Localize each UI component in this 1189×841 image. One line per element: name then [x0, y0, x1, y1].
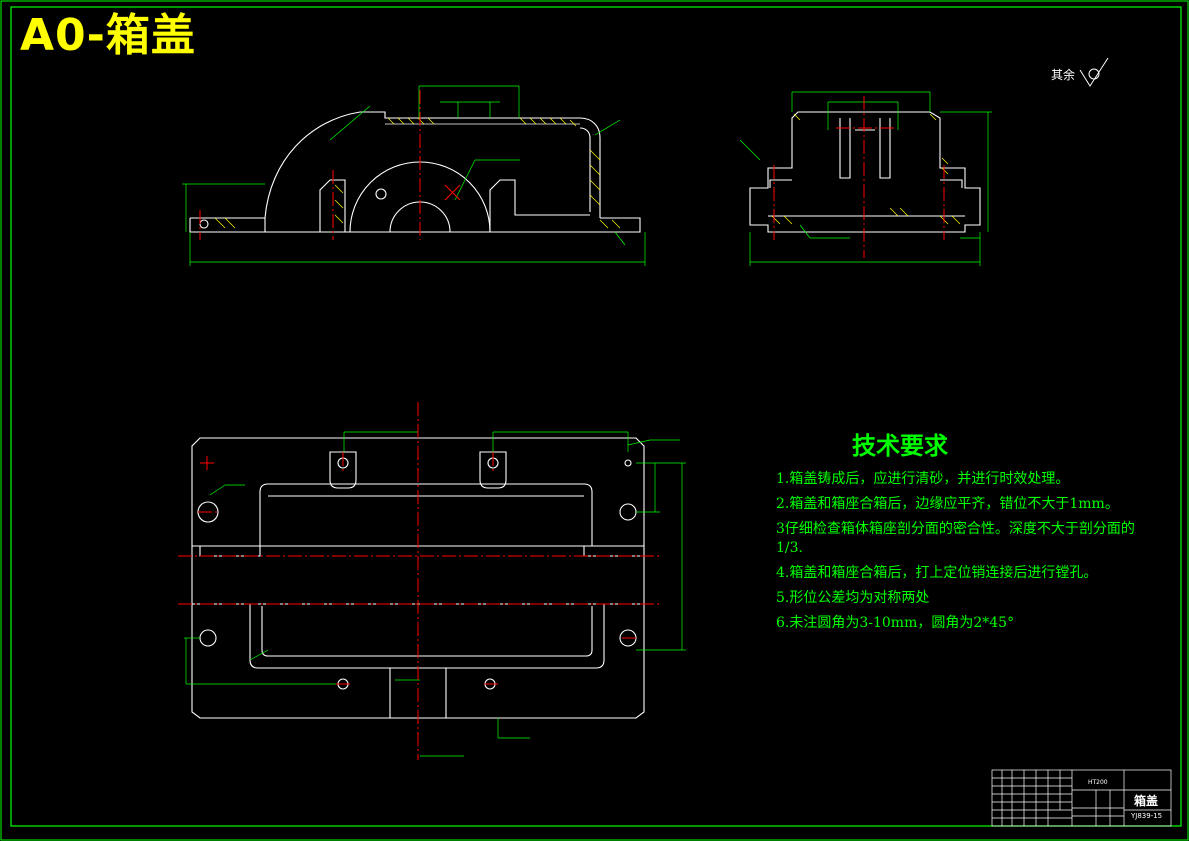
- requirement-item: 5.形位公差均为对称两处: [776, 590, 930, 606]
- front-view-centerlines: [199, 90, 421, 240]
- requirement-item: 4.箱盖和箱座合箱后，打上定位销连接后进行镗孔。: [776, 565, 1098, 581]
- requirement-item: 2.箱盖和箱座合箱后，边缘应平齐，错位不大于1mm。: [776, 496, 1119, 512]
- technical-requirements-heading: 技术要求: [852, 431, 948, 460]
- title-block-material: HT200: [1088, 779, 1108, 786]
- title-block: [991, 769, 1172, 827]
- inner-frame: [10, 6, 1182, 827]
- surface-finish-symbol: [1079, 57, 1109, 87]
- front-view: [189, 111, 641, 233]
- side-view: [749, 111, 981, 233]
- drawing-title: A0-箱盖: [20, 10, 196, 61]
- side-view-centerlines: [773, 96, 945, 258]
- front-view-dimensions: [182, 85, 646, 266]
- technical-requirements-list: 1.箱盖铸成后，应进行清砂，并进行时效处理。 2.箱盖和箱座合箱后，边缘应平齐，…: [776, 470, 1136, 639]
- side-view-dimensions: [739, 91, 992, 266]
- requirement-item: 3仔细检查箱体箱座剖分面的密合性。深度不大于剖分面的1/3.: [776, 521, 1135, 556]
- side-view-hatch: [771, 113, 961, 225]
- top-view-centerlines: [178, 402, 660, 760]
- front-view-hatch: [214, 117, 621, 229]
- title-block-part-name: 箱盖: [1134, 794, 1159, 808]
- requirement-item: 1.箱盖铸成后，应进行清砂，并进行时效处理。: [776, 471, 1070, 487]
- requirement-item: 6.未注圆角为3-10mm，圆角为2*45°: [776, 615, 1015, 631]
- front-view-section-mark: [444, 184, 461, 201]
- top-view-dimensions: [184, 431, 686, 757]
- surface-finish-note: 其余: [1051, 68, 1076, 82]
- title-block-drawing-code: YJ839-15: [1131, 812, 1163, 820]
